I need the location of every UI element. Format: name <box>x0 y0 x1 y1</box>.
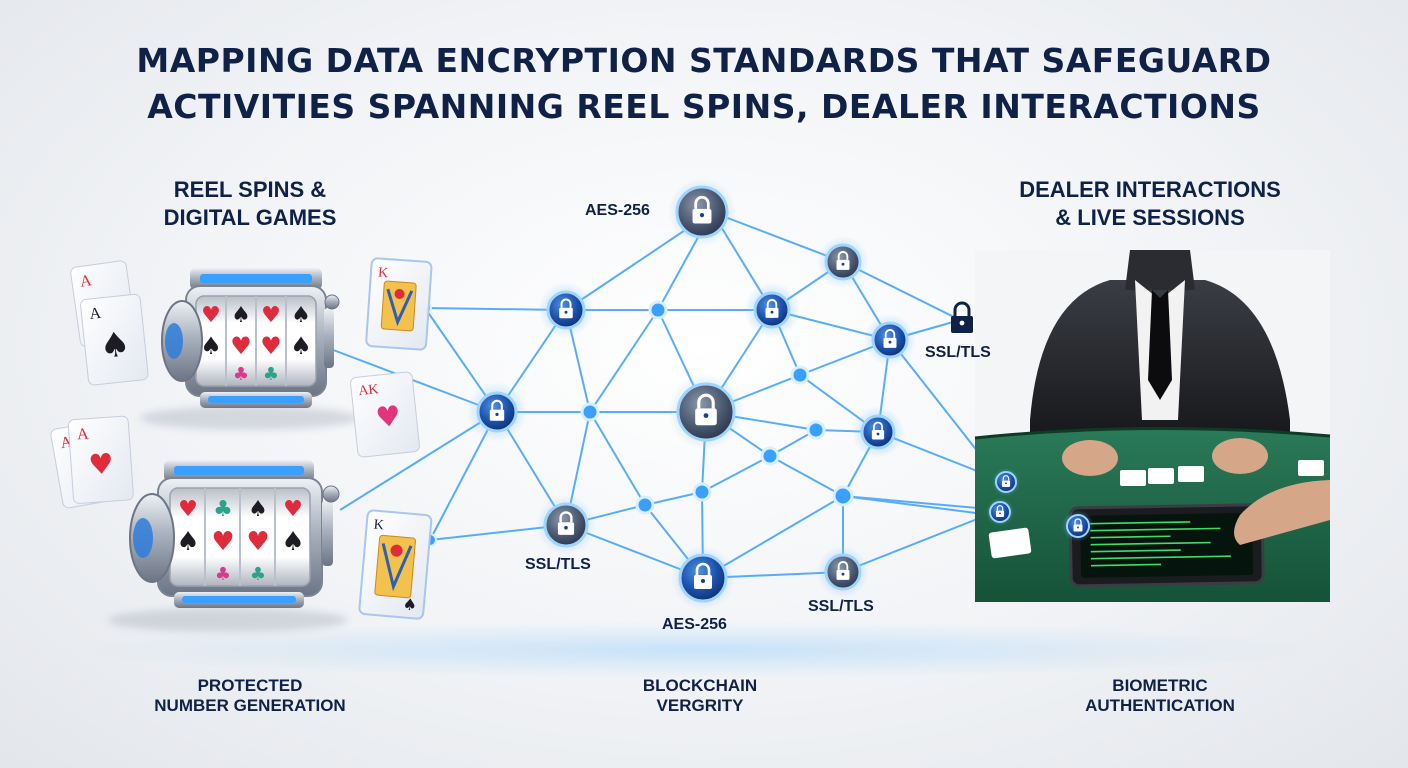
lock-node-ssl-bottom-right <box>817 546 869 598</box>
table-card <box>1298 460 1324 476</box>
svg-text:♠: ♠ <box>290 332 312 360</box>
table-card <box>988 527 1032 559</box>
svg-text:♥: ♥ <box>230 332 252 360</box>
right-caption-line-1: BIOMETRIC <box>1112 676 1208 695</box>
network-caption: BLOCKCHAIN VERGRITY <box>580 676 820 716</box>
playing-card-icon: K ♠ <box>358 509 433 620</box>
lock-standalone-ssl <box>951 301 973 333</box>
network-caption-line-2: VERGRITY <box>656 696 744 715</box>
svg-text:A: A <box>79 272 93 291</box>
tablet-icon <box>1068 503 1265 588</box>
lock-node-left-hub <box>467 382 527 442</box>
svg-text:♥: ♥ <box>87 447 114 482</box>
table-card <box>1178 466 1204 482</box>
lock-node-upper-mid <box>744 282 800 338</box>
lock-node-aes-bottom <box>671 546 735 610</box>
lock-node-table-3 <box>1062 510 1094 542</box>
lock-node-center <box>668 374 744 450</box>
player-hand <box>1234 480 1330 545</box>
svg-text:♣: ♣ <box>263 364 279 385</box>
svg-text:K: K <box>368 382 380 398</box>
label-ssl-bottom-right: SSL/TLS <box>808 598 874 615</box>
label-ssl-right: SSL/TLS <box>925 344 991 361</box>
playing-card-icon: K <box>365 257 433 351</box>
table-card <box>1120 470 1146 486</box>
left-section-heading: REEL SPINS & DIGITAL GAMES <box>120 176 380 232</box>
svg-text:A: A <box>358 383 371 399</box>
svg-text:♣: ♣ <box>233 364 249 385</box>
right-caption: BIOMETRIC AUTHENTICATION <box>1040 676 1280 716</box>
svg-text:♠: ♠ <box>281 527 304 557</box>
lock-node-table-1 <box>992 468 1020 496</box>
svg-text:A: A <box>76 426 89 444</box>
svg-text:♥: ♥ <box>374 399 402 434</box>
title-line-1: MAPPING DATA ENCRYPTION STANDARDS THAT S… <box>136 41 1272 80</box>
right-caption-line-2: AUTHENTICATION <box>1085 696 1235 715</box>
svg-text:♠: ♠ <box>176 527 199 557</box>
lock-node-table-2 <box>986 498 1014 526</box>
svg-text:A: A <box>89 305 103 323</box>
lock-node-ssl-bottom-left <box>536 495 596 555</box>
svg-text:♠: ♠ <box>231 303 251 328</box>
svg-text:♠: ♠ <box>98 324 132 367</box>
left-caption-line-2: NUMBER GENERATION <box>154 696 346 715</box>
lock-node-aes-top <box>668 178 736 246</box>
dealer-hand-right <box>1212 438 1268 474</box>
svg-text:♥: ♥ <box>260 332 282 360</box>
floor-glow <box>80 622 1320 678</box>
right-heading-line-2: & LIVE SESSIONS <box>1055 205 1245 230</box>
playing-card-icon: A ♠ <box>80 293 149 386</box>
lock-node-right <box>864 314 916 366</box>
left-heading-line-1: REEL SPINS & <box>173 177 327 202</box>
svg-text:♥: ♥ <box>246 527 269 557</box>
svg-text:♠: ♠ <box>402 594 418 614</box>
table-card <box>1148 468 1174 484</box>
svg-text:♥: ♥ <box>178 497 198 522</box>
playing-card-icon: A ♥ <box>67 415 134 504</box>
lock-node-top-right <box>817 236 869 288</box>
svg-text:♠: ♠ <box>291 303 311 328</box>
slot-machine-icon: ♥ ♠ ♥ ♠ ♠ ♥ ♥ ♠ ♣ ♣ <box>140 268 360 430</box>
dealer-scene <box>974 250 1331 602</box>
svg-text:♥: ♥ <box>201 303 221 328</box>
svg-text:♣: ♣ <box>250 564 266 585</box>
label-ssl-bottom-left: SSL/TLS <box>525 556 591 573</box>
right-section-heading: DEALER INTERACTIONS & LIVE SESSIONS <box>990 176 1310 232</box>
svg-text:K: K <box>377 265 388 281</box>
svg-text:♥: ♥ <box>211 527 234 557</box>
label-aes-bottom: AES-256 <box>662 616 727 633</box>
svg-text:♥: ♥ <box>283 497 303 522</box>
svg-text:♣: ♣ <box>215 564 231 585</box>
svg-text:K: K <box>373 518 384 534</box>
left-caption: PROTECTED NUMBER GENERATION <box>110 676 390 716</box>
svg-text:♠: ♠ <box>248 497 268 522</box>
title-line-2: ACTIVITIES SPANNING REEL SPINS, DEALER I… <box>147 87 1261 126</box>
page-title: MAPPING DATA ENCRYPTION STANDARDS THAT S… <box>0 38 1408 130</box>
label-aes-top: AES-256 <box>585 202 650 219</box>
playing-card-icon: A K ♥ <box>350 371 420 458</box>
left-caption-line-1: PROTECTED <box>197 676 303 695</box>
lock-node-mid-right <box>852 406 904 458</box>
lock-node-upper-left <box>538 282 594 338</box>
svg-text:♣: ♣ <box>213 497 233 522</box>
network-caption-line-1: BLOCKCHAIN <box>642 676 758 695</box>
left-heading-line-2: DIGITAL GAMES <box>163 205 337 230</box>
slot-machine-icon: ♥ ♣ ♠ ♥ ♠ ♥ ♥ ♠ ♣ ♣ <box>108 460 348 632</box>
svg-text:♠: ♠ <box>200 332 222 360</box>
svg-text:♥: ♥ <box>261 303 281 328</box>
right-heading-line-1: DEALER INTERACTIONS <box>1019 177 1281 202</box>
dealer-hand-left <box>1062 440 1118 476</box>
network-junctions <box>418 300 854 547</box>
